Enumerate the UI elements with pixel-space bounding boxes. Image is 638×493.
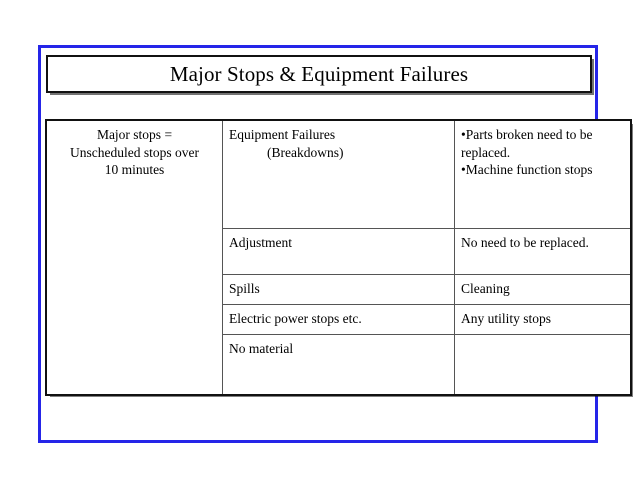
effect-bullet-2: •Machine function stops bbox=[461, 162, 593, 178]
definition-line-1: Major stops = bbox=[96, 127, 173, 142]
major-stops-definition-cell: Major stops = Unscheduled stops over 10 … bbox=[46, 120, 223, 395]
cause-cell-adjustment: Adjustment bbox=[222, 228, 455, 275]
table-row: Electric power stops etc. Any utility st… bbox=[47, 304, 631, 335]
table-row: No material bbox=[47, 334, 631, 395]
table-body: Major stops = Unscheduled stops over 10 … bbox=[46, 120, 631, 395]
effect-bullet-1: •Parts broken need to be replaced. bbox=[461, 127, 593, 160]
slide-title-box: Major Stops & Equipment Failures bbox=[46, 55, 592, 93]
effect-cell-spills: Cleaning bbox=[454, 274, 631, 305]
cause-cell-electric-power: Electric power stops etc. bbox=[222, 304, 455, 335]
effect-cell-adjustment: No need to be replaced. bbox=[454, 228, 631, 275]
cause-cell-equipment-failures: Equipment Failures (Breakdowns) bbox=[222, 120, 455, 229]
effect-cell-equipment-failures: •Parts broken need to be replaced. •Mach… bbox=[454, 120, 631, 229]
table-row: Adjustment No need to be replaced. bbox=[47, 228, 631, 275]
table-row: Spills Cleaning bbox=[47, 274, 631, 305]
effect-cell-no-material bbox=[454, 334, 631, 395]
cause-cell-no-material: No material bbox=[222, 334, 455, 395]
cause-sub-label: (Breakdowns) bbox=[267, 144, 344, 160]
definition-line-2: Unscheduled stops over bbox=[70, 144, 199, 160]
effect-cell-electric-power: Any utility stops bbox=[454, 304, 631, 335]
table-row: Major stops = Unscheduled stops over 10 … bbox=[46, 120, 631, 395]
cause-label: Equipment Failures bbox=[229, 127, 336, 142]
definition-line-3: 10 minutes bbox=[104, 162, 165, 178]
page-title: Major Stops & Equipment Failures bbox=[169, 61, 469, 86]
stops-classification-table: Major stops = Unscheduled stops over 10 … bbox=[45, 119, 632, 396]
cause-cell-spills: Spills bbox=[222, 274, 455, 305]
